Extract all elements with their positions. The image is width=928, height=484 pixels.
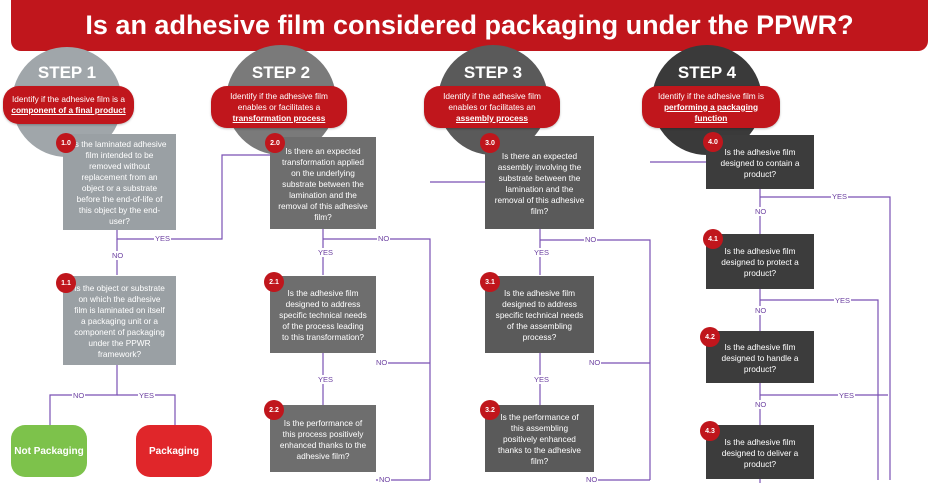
edge-no-2-0: NO	[377, 234, 391, 243]
edge-no-3-0: NO	[584, 235, 598, 244]
badge-3-1: 3.1	[480, 272, 500, 292]
page-title: Is an adhesive film considered packaging…	[85, 10, 854, 40]
step3-desc-text: Identify if the adhesive film enables or…	[443, 90, 541, 112]
badge-4-3: 4.3	[700, 421, 720, 441]
edge-no-4-0: NO	[754, 207, 768, 216]
step2-desc-emphasis: transformation process	[232, 112, 326, 123]
step3-label: STEP 3	[463, 63, 523, 82]
title-banner: Is an adhesive film considered packaging…	[11, 0, 928, 51]
question-1-0-text: Is the laminated adhesive film intended …	[72, 139, 167, 226]
edge-yes-4-2: YES	[838, 391, 856, 400]
question-3-2: Is the performance of this assembling po…	[485, 405, 594, 472]
step1-desc-emphasis: component of a final product	[11, 105, 126, 115]
result-packaging: Packaging	[136, 425, 212, 477]
badge-4-2: 4.2	[700, 327, 720, 347]
badge-2-0: 2.0	[265, 133, 285, 153]
step3-description: Identify if the adhesive film enables or…	[424, 86, 560, 128]
badge-1-1: 1.1	[56, 273, 76, 293]
edge-no-1-1: NO	[72, 391, 86, 400]
step1-label: STEP 1	[37, 63, 97, 82]
edge-no-2-1: NO	[375, 358, 389, 367]
question-1-0: Is the laminated adhesive film intended …	[63, 134, 176, 230]
question-2-2-text: Is the performance of this process posit…	[279, 417, 367, 461]
question-4-1-text: Is the adhesive film designed to protect…	[721, 246, 799, 278]
badge-1-0: 1.0	[56, 133, 76, 153]
step2-label: STEP 2	[251, 63, 311, 82]
result-not-packaging: Not Packaging	[11, 425, 87, 477]
step4-desc-emphasis: performing a packaging function	[663, 101, 759, 123]
question-3-0-text: Is there an expected assembly involving …	[494, 150, 585, 216]
edge-yes-2-1: YES	[317, 375, 335, 384]
question-2-1: Is the adhesive film designed to address…	[270, 276, 376, 353]
edge-no-2-2: NO	[378, 475, 392, 484]
question-4-2-text: Is the adhesive film designed to handle …	[721, 341, 799, 374]
edge-no-4-1: NO	[754, 306, 768, 315]
edge-yes-2-0: YES	[317, 248, 335, 257]
step1-desc-text: Identify if the adhesive film is a	[12, 94, 125, 104]
badge-2-1: 2.1	[264, 272, 284, 292]
question-1-1-text: Is the object or substrate on which the …	[74, 283, 165, 359]
question-4-1: Is the adhesive film designed to protect…	[706, 234, 814, 289]
question-1-1: Is the object or substrate on which the …	[63, 276, 176, 365]
question-4-3: Is the adhesive film designed to deliver…	[706, 425, 814, 479]
question-4-2: Is the adhesive film designed to handle …	[706, 331, 814, 383]
question-2-2: Is the performance of this process posit…	[270, 405, 376, 472]
badge-2-2: 2.2	[264, 400, 284, 420]
question-4-3-text: Is the adhesive film designed to deliver…	[721, 436, 799, 469]
question-4-0: Is the adhesive film designed to contain…	[706, 135, 814, 189]
badge-3-0: 3.0	[480, 133, 500, 153]
edge-yes-4-1: YES	[834, 296, 852, 305]
edge-no-4-2: NO	[754, 400, 768, 409]
question-2-1-text: Is the adhesive film designed to address…	[279, 288, 367, 342]
step3-desc-emphasis: assembly process	[456, 112, 528, 123]
question-3-0: Is there an expected assembly involving …	[485, 136, 594, 229]
question-4-0-text: Is the adhesive film designed to contain…	[720, 146, 800, 179]
step2-description: Identify if the adhesive film enables or…	[211, 86, 347, 128]
badge-3-2: 3.2	[480, 400, 500, 420]
question-3-1-text: Is the adhesive film designed to address…	[495, 288, 584, 342]
edge-yes-1-1: YES	[138, 391, 156, 400]
badge-4-1: 4.1	[703, 229, 723, 249]
step4-desc-text: Identify if the adhesive film is	[657, 90, 765, 101]
edge-no-1-0: NO	[111, 251, 125, 260]
edge-no-3-1: NO	[588, 358, 602, 367]
edge-yes-3-0: YES	[533, 248, 551, 257]
edge-yes-4-0: YES	[831, 192, 849, 201]
question-3-2-text: Is the performance of this assembling po…	[497, 412, 582, 466]
question-2-0-text: Is there an expected transformation appl…	[278, 145, 368, 222]
step1-description: Identify if the adhesive film is a compo…	[3, 86, 134, 124]
badge-4-0: 4.0	[703, 132, 723, 152]
edge-yes-3-1: YES	[533, 375, 551, 384]
step2-desc-text: Identify if the adhesive film enables or…	[230, 90, 328, 112]
question-2-0: Is there an expected transformation appl…	[270, 137, 376, 229]
step4-label: STEP 4	[677, 63, 737, 82]
edge-yes-1-0: YES	[154, 234, 172, 243]
edge-no-3-2: NO	[585, 475, 599, 484]
step4-description: Identify if the adhesive film is perform…	[642, 86, 780, 128]
question-3-1: Is the adhesive film designed to address…	[485, 276, 594, 353]
